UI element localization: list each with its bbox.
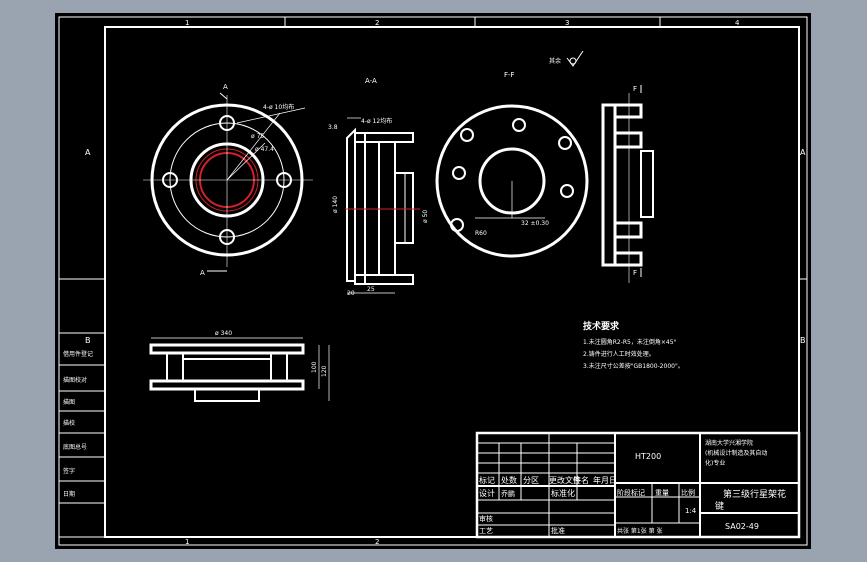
left-col-text-2: 描图校对 xyxy=(63,376,87,384)
left-col-text-4: 描校 xyxy=(63,419,75,427)
tb-scale: 比例 xyxy=(681,488,695,497)
dim-w25-label: 25 xyxy=(367,286,375,293)
dim-bore-label: ø 50 xyxy=(422,210,429,223)
tb-design-label: 设计 xyxy=(479,488,495,498)
left-col-text-7: 日期 xyxy=(63,490,75,498)
tb-part-name-1: 第三级行星架花 xyxy=(723,488,786,500)
left-record-column: 借用件登记 描图校对 描图 描校 底图总号 签字 日期 xyxy=(58,332,106,538)
dim-d2-label: ø 47.4 xyxy=(255,146,274,153)
dim-d340-label: ø 340 xyxy=(215,330,232,337)
dim-od-label: ø 140 xyxy=(332,196,339,213)
zone-label-b-right: B xyxy=(800,336,806,345)
zone-col-2: 2 xyxy=(375,19,379,27)
left-col-text-3: 描图 xyxy=(63,398,75,406)
dim-h120-label: 120 xyxy=(321,365,328,377)
tb-header-5: 签名 xyxy=(573,475,589,485)
dim-r60-label: R60 xyxy=(475,230,487,237)
dim-h100-label: 100 xyxy=(311,361,318,373)
front-view-flange: 4-ø 10均布 ø 75 ø 47.4 A A xyxy=(143,83,313,277)
tb-sheets: 共张 第1张 第 张 xyxy=(617,527,663,535)
section-view-aa: A-A 3.8 4-ø 12均布 ø 140 ø 50 20 25 xyxy=(328,77,429,297)
tb-header-2: 处数 xyxy=(501,475,517,485)
tech-req-item-3: 3.未注尺寸公差按"GB1800-2000"。 xyxy=(583,362,684,370)
zone-col-2-bottom: 2 xyxy=(375,538,379,546)
section-view-ff: F-F 32 ±0.30 R60 xyxy=(435,71,589,258)
drawing-canvas: A A B B 1 2 3 4 1 2 借用件登记 描图校对 描图 xyxy=(58,16,808,546)
left-col-text-6: 签字 xyxy=(63,467,75,475)
side-view-ff: F F xyxy=(601,85,654,283)
section-marker-f-bottom: F xyxy=(633,269,637,277)
tech-req-item-2: 2.铸件进行人工时效处理。 xyxy=(583,350,655,358)
tb-scale-value: 1:4 xyxy=(685,507,697,515)
dim-w20-label: 20 xyxy=(347,290,355,297)
tb-school-line-1: 湖南大学兴湘学院 xyxy=(705,439,753,447)
left-col-text-1: 借用件登记 xyxy=(63,350,93,358)
tb-header-4: 更改文件 xyxy=(549,475,581,485)
tech-req-item-1: 1.未注圆角R2-R5，未注倒角×45° xyxy=(583,338,677,346)
tb-drawing-no: SA02-49 xyxy=(725,522,759,531)
zone-label-a-right: A xyxy=(800,148,806,157)
zone-label-b-left: B xyxy=(85,336,91,345)
tb-part-name-2: 键 xyxy=(715,500,724,512)
section-aa-title: A-A xyxy=(365,77,377,85)
section-marker-f-top: F xyxy=(633,85,637,93)
zone-col-1-bottom: 1 xyxy=(185,538,189,546)
dim-chamfer-label: 3.8 xyxy=(328,124,338,131)
technical-requirements: 技术要求 1.未注圆角R2-R5，未注倒角×45° 2.铸件进行人工时效处理。 … xyxy=(583,320,684,370)
tb-header-1: 标记 xyxy=(479,475,495,485)
section-ff-title: F-F xyxy=(504,71,515,79)
section-marker-a-bottom: A xyxy=(200,269,205,277)
left-col-text-5: 底图总号 xyxy=(63,443,87,451)
title-block: 标记 处数 分区 更改文件 签名 年月日 设计 乔鹏 标准化 审核 工艺 批准 … xyxy=(475,431,801,539)
zone-label-a-left: A xyxy=(85,148,91,157)
tb-designer: 乔鹏 xyxy=(501,489,515,498)
section-marker-a-top: A xyxy=(223,83,228,91)
tb-school-line-2: (机械设计制造及其自动 xyxy=(705,449,767,457)
dim-thread-label: 4-ø 12均布 xyxy=(361,117,392,125)
zone-col-1: 1 xyxy=(185,19,189,27)
tb-header-3: 分区 xyxy=(523,476,539,485)
tb-approve-label: 批准 xyxy=(551,526,565,535)
tb-standardize-label: 标准化 xyxy=(551,488,575,498)
tb-material: HT200 xyxy=(635,452,661,461)
zone-col-4: 4 xyxy=(735,19,740,27)
tb-review-label: 审核 xyxy=(479,514,493,523)
outer-border xyxy=(58,16,808,546)
tech-req-title: 技术要求 xyxy=(583,320,620,332)
tb-process-label: 工艺 xyxy=(479,527,493,535)
dim-keyway-label: 32 ±0.30 xyxy=(521,220,549,227)
dim-holes-label: 4-ø 10均布 xyxy=(263,103,294,111)
inner-border xyxy=(104,26,800,538)
drawing-sheet: A A B B 1 2 3 4 1 2 借用件登记 描图校对 描图 xyxy=(55,13,811,549)
tb-header-6: 年月日 xyxy=(593,475,617,485)
roughness-symbol: 其余 xyxy=(549,50,584,67)
zone-col-3: 3 xyxy=(565,19,569,27)
tb-weight: 重量 xyxy=(655,489,669,497)
dim-d1-label: ø 75 xyxy=(251,133,264,140)
tb-school-line-3: 化)专业 xyxy=(705,459,725,467)
roughness-label: 其余 xyxy=(549,57,561,65)
tb-stage-mark: 阶段标记 xyxy=(617,488,645,497)
bottom-plan-view: ø 340 100 120 xyxy=(149,330,330,402)
